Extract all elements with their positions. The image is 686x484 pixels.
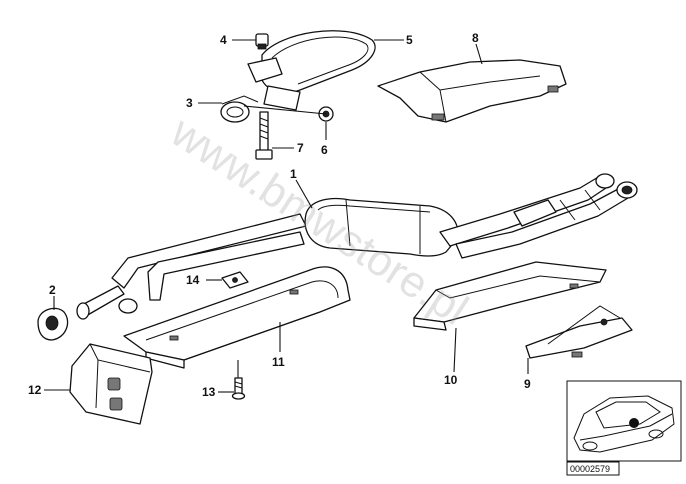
callout-8[interactable]: 8 xyxy=(472,31,479,45)
muffler-assembly-part[interactable] xyxy=(76,173,638,320)
callout-7[interactable]: 7 xyxy=(297,141,304,155)
spring-clip-part[interactable] xyxy=(220,95,259,123)
callout-9[interactable]: 9 xyxy=(524,377,531,391)
callout-2[interactable]: 2 xyxy=(49,283,56,297)
heat-shield-upper-part[interactable] xyxy=(377,59,567,123)
car-outline-icon xyxy=(573,395,675,453)
callout-1[interactable]: 1 xyxy=(290,167,297,181)
bolt-part[interactable] xyxy=(255,111,273,160)
vehicle-location-inset: 00002579 xyxy=(566,380,682,476)
heat-shield-bracket-part[interactable] xyxy=(525,305,633,359)
callout-10[interactable]: 10 xyxy=(444,373,458,387)
clamp-part[interactable] xyxy=(247,30,376,111)
callout-labels: 1 2 3 4 5 6 7 8 9 10 11 12 13 14 xyxy=(28,31,531,399)
location-marker-icon xyxy=(629,418,639,428)
clip-nut-part[interactable] xyxy=(221,271,249,289)
heat-shield-rear-part[interactable] xyxy=(413,261,607,331)
callout-5[interactable]: 5 xyxy=(406,33,413,47)
screw-part[interactable] xyxy=(231,377,246,400)
mount-bracket-part[interactable] xyxy=(69,343,153,425)
callout-4[interactable]: 4 xyxy=(220,33,227,47)
callout-12[interactable]: 12 xyxy=(28,383,42,397)
callout-14[interactable]: 14 xyxy=(186,273,200,287)
callout-11[interactable]: 11 xyxy=(272,355,285,369)
nut-part[interactable] xyxy=(255,33,269,50)
callout-6[interactable]: 6 xyxy=(321,143,328,157)
callout-13[interactable]: 13 xyxy=(202,385,216,399)
callout-3[interactable]: 3 xyxy=(186,96,193,110)
leader-lines xyxy=(44,39,529,393)
drawing-code: 00002579 xyxy=(570,464,610,474)
gasket-ring-part[interactable] xyxy=(37,307,69,341)
self-locking-nut-part[interactable] xyxy=(318,106,334,122)
heat-shield-front-part[interactable] xyxy=(123,266,351,369)
